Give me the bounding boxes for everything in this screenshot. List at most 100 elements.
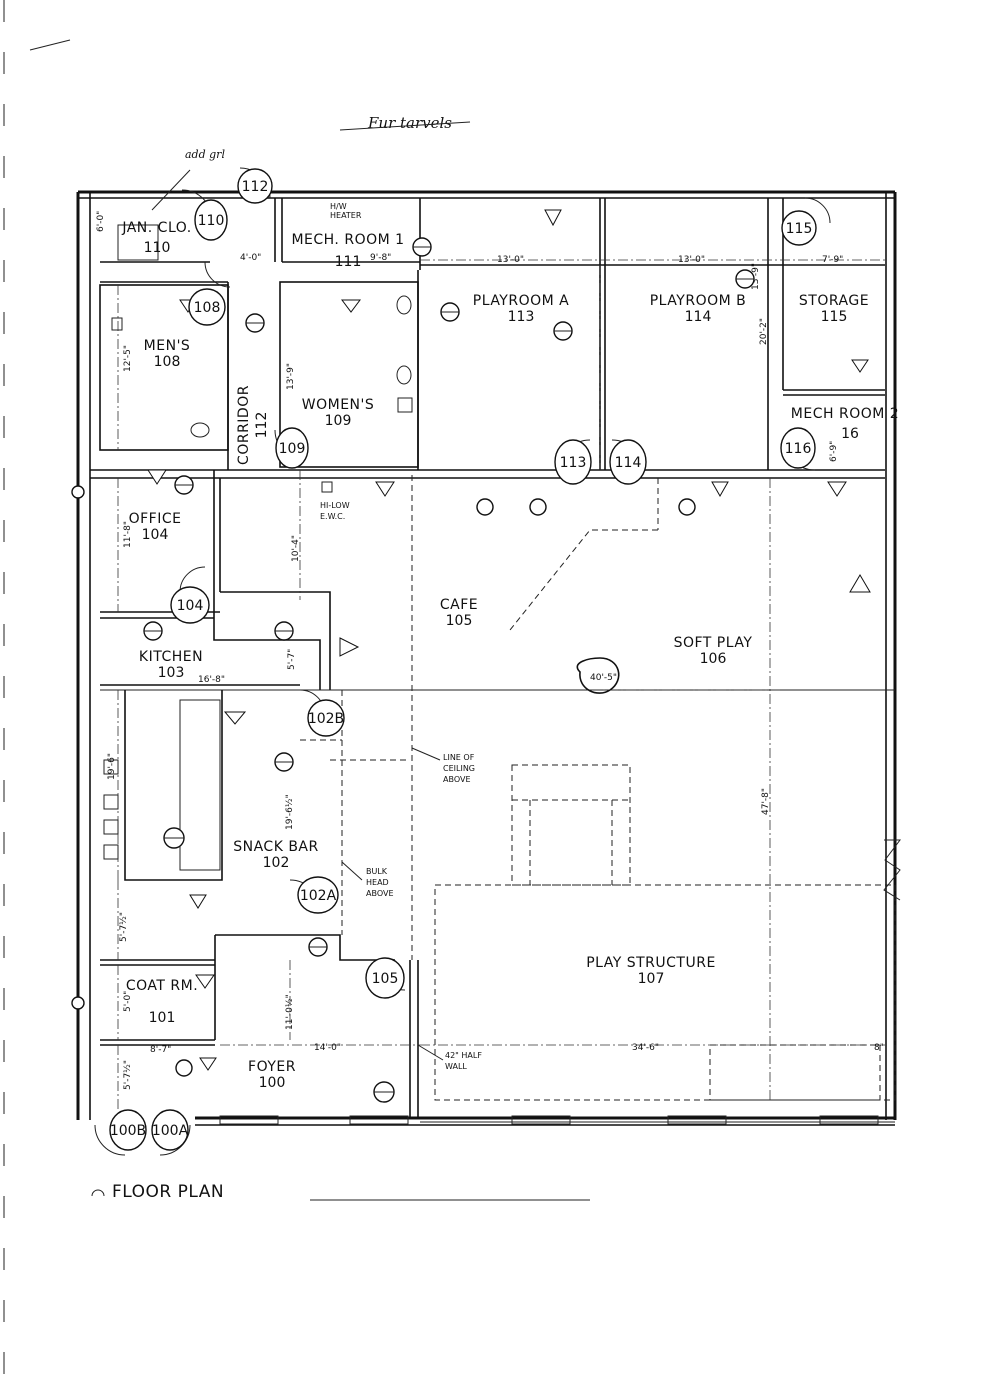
door-tag-116 bbox=[780, 427, 816, 469]
door-tag-100a-label: 100A bbox=[152, 1123, 189, 1139]
drawing-title: FLOOR PLAN bbox=[91, 1182, 590, 1202]
section-marker-icon bbox=[71, 485, 85, 499]
room-112-name: CORRIDOR bbox=[236, 385, 252, 465]
dim-text: 4'-0" bbox=[240, 253, 261, 263]
dim-text: 11'-0½" bbox=[285, 994, 295, 1030]
handwritten-note-small: add grl bbox=[185, 148, 225, 161]
door-tag-113 bbox=[554, 439, 592, 485]
room-111-name: MECH. ROOM 1 bbox=[291, 232, 404, 248]
room-116-name: MECH ROOM 2 bbox=[791, 406, 899, 422]
door-tag-112 bbox=[237, 168, 273, 204]
dim-text: 14'-0" bbox=[314, 1043, 341, 1053]
room-102-name: SNACK BAR bbox=[233, 839, 319, 855]
dim-text: 20'-2" bbox=[759, 318, 769, 345]
door-tag-108 bbox=[188, 288, 226, 326]
door-tag-105-label: 105 bbox=[372, 971, 399, 987]
room-100-name: FOYER bbox=[248, 1059, 296, 1075]
dim-text: 13'-0" bbox=[497, 255, 524, 265]
room-100-number: 100 bbox=[259, 1075, 286, 1091]
room-114-name: PLAYROOM B bbox=[650, 293, 747, 309]
dim-text: 6'-0" bbox=[96, 211, 106, 232]
section-marker-icon bbox=[678, 498, 696, 516]
room-105-name: CAFE bbox=[440, 597, 478, 613]
note-bulkhead-1: BULK bbox=[366, 867, 388, 876]
door-tag-112-label: 112 bbox=[242, 179, 269, 195]
plumbing-fixtures bbox=[103, 224, 413, 860]
door-tag-102b bbox=[307, 699, 345, 737]
room-106-name: SOFT PLAY bbox=[674, 635, 753, 651]
room-101-name: COAT RM. bbox=[126, 978, 198, 994]
note-bulkhead-2: HEAD bbox=[366, 878, 389, 887]
note-halfwall-1: 42" HALF bbox=[445, 1051, 482, 1060]
door-tag-105 bbox=[365, 957, 405, 999]
note-ewc-1: HI-LOW bbox=[320, 501, 350, 510]
room-114-number: 114 bbox=[685, 309, 712, 325]
dim-text: 5'-7½" bbox=[123, 1060, 133, 1090]
dim-text: 5'-7" bbox=[287, 649, 297, 670]
room-116-number: 16 bbox=[841, 426, 859, 442]
section-marker-icon bbox=[71, 996, 85, 1010]
wall-type-markers bbox=[147, 209, 871, 1071]
dim-text: 12'-5" bbox=[123, 345, 133, 372]
room-106-number: 106 bbox=[700, 651, 727, 667]
room-109-number: 109 bbox=[325, 413, 352, 429]
room-102-number: 102 bbox=[263, 855, 290, 871]
room-labels: FOYER 100 COAT RM. 101 SNACK BAR 102 KIT… bbox=[121, 220, 899, 1091]
plan-title: FLOOR PLAN bbox=[112, 1182, 224, 1202]
dim-text: 5'-7½" bbox=[119, 912, 129, 942]
room-110-number: 110 bbox=[144, 240, 171, 256]
room-103-number: 103 bbox=[158, 665, 185, 681]
section-markers bbox=[71, 237, 755, 1103]
dim-text: 34'-6" bbox=[632, 1043, 659, 1053]
door-tag-102b-label: 102B bbox=[308, 711, 344, 727]
dashed-lines bbox=[117, 259, 896, 1110]
dim-text: 5'-0" bbox=[123, 991, 133, 1012]
note-bulkhead-3: ABOVE bbox=[366, 889, 394, 898]
room-109-name: WOMEN'S bbox=[302, 397, 375, 413]
door-tag-100b bbox=[109, 1109, 147, 1151]
note-heater-2: HEATER bbox=[330, 211, 362, 220]
handwritten-dim: 40'-5" bbox=[590, 673, 617, 683]
door-tag-116-label: 116 bbox=[785, 441, 812, 457]
dim-text: 13'-0" bbox=[678, 255, 705, 265]
room-104-name: OFFICE bbox=[129, 511, 182, 527]
door-tags: 112 110 108 109 104 102B 102A 105 113 11… bbox=[109, 168, 817, 1151]
room-110-name: JAN. CLO. bbox=[121, 220, 191, 236]
dim-text: 7'-9" bbox=[822, 255, 843, 265]
door-tag-108-label: 108 bbox=[194, 300, 221, 316]
interior-walls bbox=[90, 198, 895, 1118]
door-tag-114-label: 114 bbox=[615, 455, 642, 471]
door-tag-104-label: 104 bbox=[177, 598, 204, 614]
room-108-name: MEN'S bbox=[144, 338, 191, 354]
dim-text: 19'-6" bbox=[107, 753, 117, 780]
handwritten-note-top: Fur tarvels bbox=[367, 114, 452, 132]
handwritten-annotations: Fur tarvels add grl 40'-5" bbox=[29, 39, 901, 901]
door-tag-115 bbox=[781, 210, 817, 246]
door-tag-113-label: 113 bbox=[560, 455, 587, 471]
door-tag-104 bbox=[170, 586, 210, 624]
door-tag-102a-label: 102A bbox=[300, 888, 337, 904]
room-111-number: 111 bbox=[335, 254, 362, 270]
door-tag-109-label: 109 bbox=[279, 441, 306, 457]
door-tag-100a bbox=[151, 1109, 189, 1151]
section-marker-icon bbox=[476, 498, 494, 516]
dim-text: 13'-9" bbox=[751, 263, 761, 290]
dim-text: 11'-8" bbox=[123, 521, 133, 548]
section-marker-icon bbox=[175, 1059, 193, 1077]
room-115-name: STORAGE bbox=[799, 293, 869, 309]
room-105-number: 105 bbox=[446, 613, 473, 629]
dim-text: 9'-8" bbox=[370, 253, 391, 263]
room-107-number: 107 bbox=[638, 971, 665, 987]
note-ceiling-1: LINE OF bbox=[443, 753, 475, 762]
note-ewc-2: E.W.C. bbox=[320, 512, 345, 521]
dim-text: 6'-9" bbox=[829, 441, 839, 462]
door-tag-109 bbox=[275, 427, 309, 469]
dim-text: 8" bbox=[874, 1043, 884, 1053]
door-tag-115-label: 115 bbox=[786, 221, 813, 237]
door-tag-110 bbox=[194, 199, 228, 241]
door-tag-102a bbox=[297, 876, 339, 914]
handwritten-circle-icon bbox=[576, 657, 620, 694]
room-103-name: KITCHEN bbox=[139, 649, 203, 665]
section-marker-icon bbox=[529, 498, 547, 516]
